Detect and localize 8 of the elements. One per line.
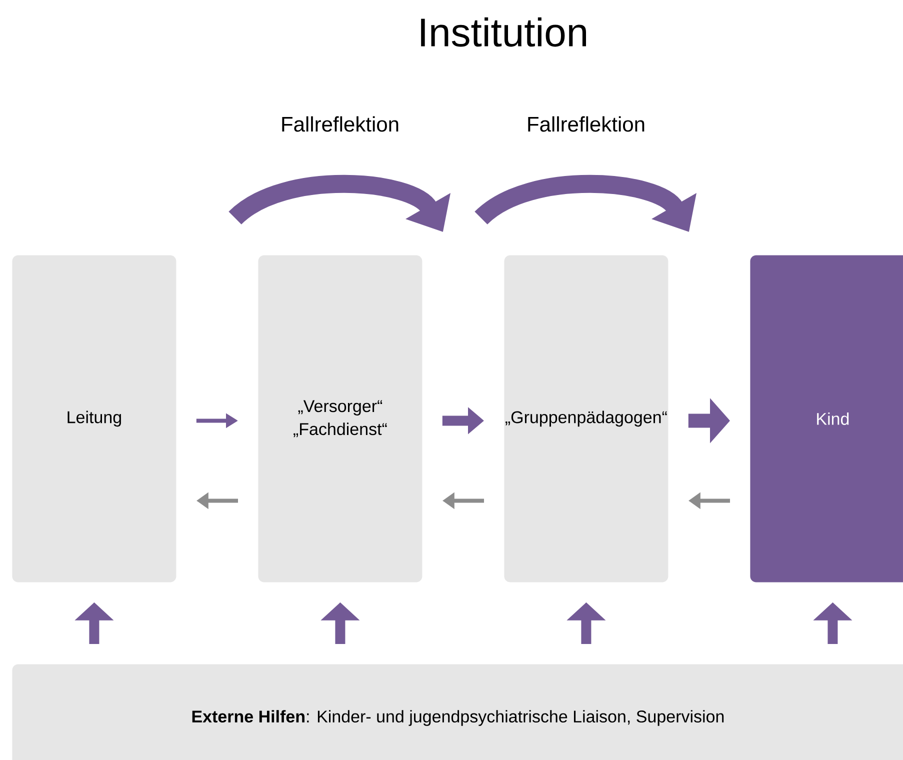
kind-box: Kind (750, 255, 903, 582)
role-box: Leitung (12, 255, 176, 582)
arrow-label: Fallreflektion (282, 116, 398, 132)
arrow-label: Fallreflektion (528, 116, 644, 132)
title: Institution (421, 17, 586, 47)
support-band: Externe Hilfen: Kinder- und jugendpsychiatrische Liaison, Supervision (12, 664, 903, 760)
role-box: „Gruppenpädagogen“ (504, 255, 668, 582)
role-box: „Versorger“ „Fachdienst“ (258, 255, 422, 582)
